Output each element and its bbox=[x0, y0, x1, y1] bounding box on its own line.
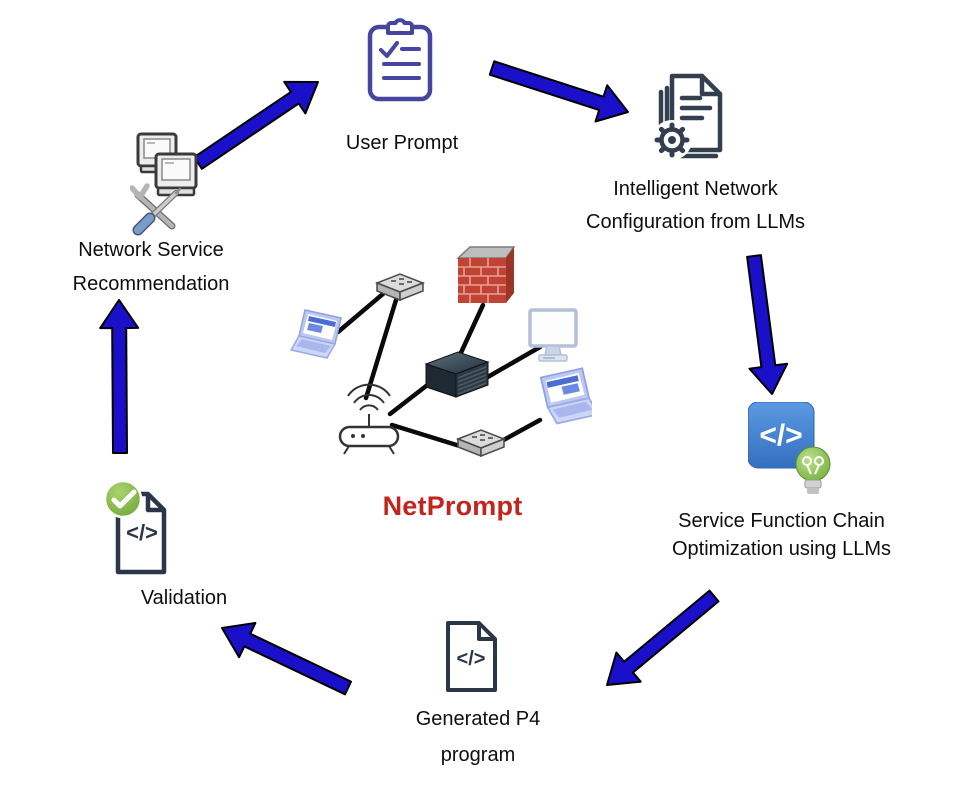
arrow-recommendation-to-prompt bbox=[193, 80, 319, 170]
server-icon bbox=[424, 351, 490, 398]
network-switch-icon bbox=[376, 273, 424, 301]
arrow-configuration-to-optimization bbox=[746, 254, 789, 395]
code-glyph: </> bbox=[457, 648, 486, 670]
arrow-prompt-to-configuration bbox=[488, 60, 629, 123]
document-gear-icon bbox=[652, 70, 732, 164]
desktop-computer-icon bbox=[528, 308, 578, 362]
wireless-router-icon bbox=[338, 383, 400, 455]
stage-label-validation: Validation bbox=[140, 587, 228, 609]
check-badge-icon bbox=[103, 479, 143, 519]
stage-label-service-function-chain: Service Function Chain Optimization usin… bbox=[672, 510, 891, 560]
arrow-p4-to-validation bbox=[221, 621, 352, 696]
computers-tools-icon bbox=[130, 132, 198, 236]
code-glyph: </> bbox=[759, 419, 802, 452]
diagram-title: NetPrompt bbox=[382, 491, 523, 521]
code-lightbulb-icon: </> bbox=[748, 402, 842, 496]
arrow-validation-to-recommendation bbox=[99, 299, 140, 454]
code-file-icon: </> bbox=[444, 620, 500, 694]
stage-label-network-service-recommendation: Network Service Recommendation bbox=[72, 239, 230, 295]
network-topology-illustration bbox=[290, 246, 592, 457]
network-links bbox=[335, 290, 543, 450]
screwdriver-icon bbox=[132, 187, 182, 236]
code-file-verified-icon: </> bbox=[102, 478, 184, 578]
network-switch-icon bbox=[457, 429, 505, 457]
stage-label-intelligent-network-configuration: Intelligent Network Configuration from L… bbox=[586, 178, 805, 233]
firewall-icon bbox=[456, 246, 516, 303]
stage-label-generated-p4-program: Generated P4 program bbox=[415, 708, 541, 766]
code-glyph: </> bbox=[126, 520, 158, 545]
laptop-icon bbox=[539, 367, 592, 425]
clipboard-checklist-icon bbox=[364, 16, 436, 104]
stage-label-user-prompt: User Prompt bbox=[345, 132, 459, 154]
laptop-icon bbox=[290, 309, 342, 359]
arrow-optimization-to-p4 bbox=[606, 589, 720, 686]
computer-icon bbox=[154, 152, 198, 197]
